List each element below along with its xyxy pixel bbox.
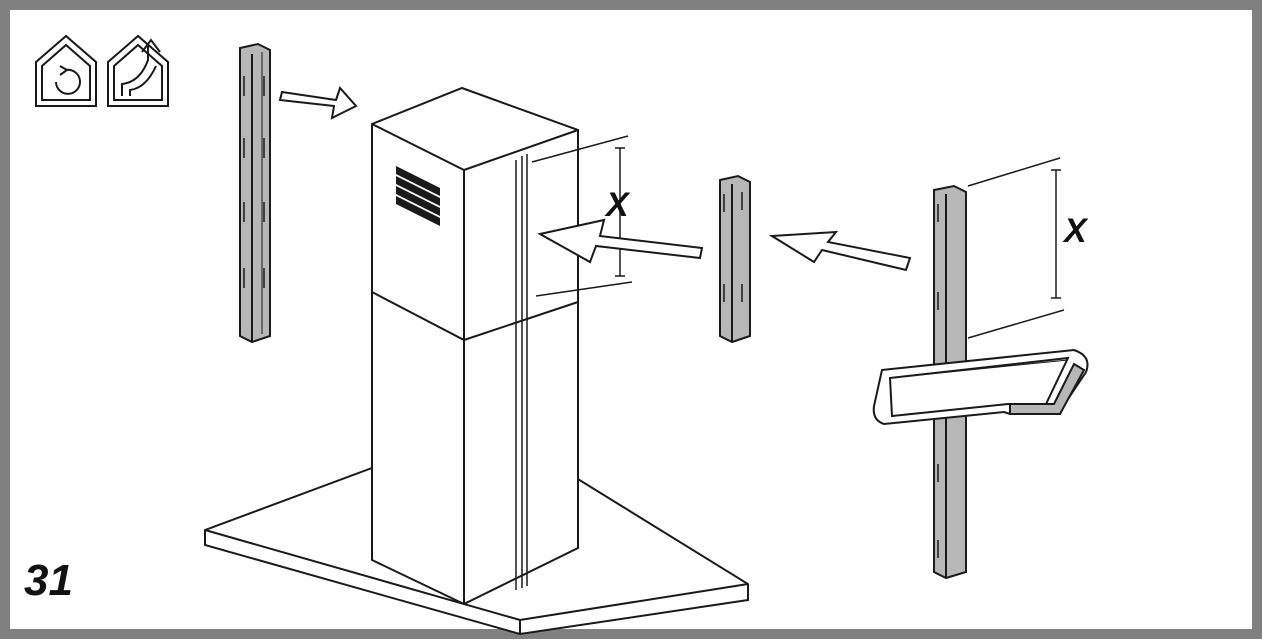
insert-arrow-chimney — [537, 218, 704, 264]
dimension-guide-right — [967, 157, 1065, 339]
dimension-label-x-left: X — [606, 186, 629, 224]
ducted-exhaust-mode-icon — [107, 34, 169, 107]
vent-grille — [396, 166, 440, 226]
hacksaw-tool — [872, 348, 1089, 426]
recirculation-mode-icon — [35, 34, 97, 107]
rail-cut-section — [719, 174, 751, 344]
insert-arrow-right — [768, 230, 912, 272]
step-number: 31 — [24, 556, 73, 605]
insert-arrow-top-left — [278, 86, 358, 120]
dimension-guide-left — [531, 135, 633, 297]
chimney-column — [371, 86, 579, 606]
rail-long-left — [239, 42, 271, 344]
dimension-label-x-right: X — [1064, 212, 1087, 250]
